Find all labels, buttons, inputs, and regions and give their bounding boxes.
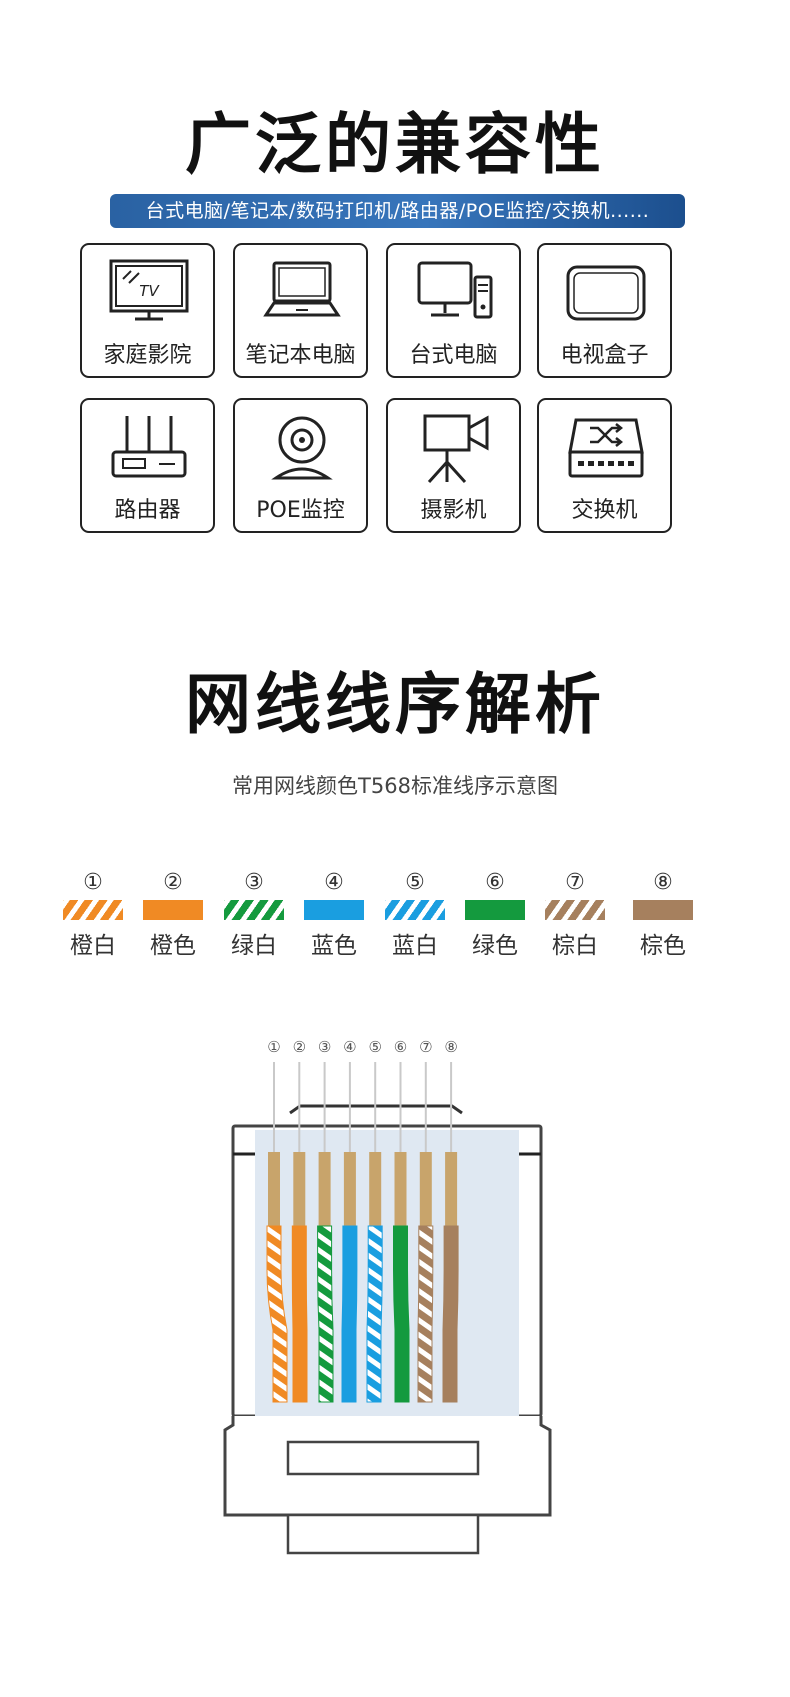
device-label: 笔记本电脑 bbox=[245, 343, 356, 368]
device-card-home-theater: TV 家庭影院 bbox=[80, 243, 215, 378]
webcam-icon bbox=[271, 416, 333, 480]
pin-number: ⑧ bbox=[444, 1038, 457, 1056]
compatibility-banner: 台式电脑/笔记本/数码打印机/路由器/POE监控/交换机...... bbox=[110, 194, 685, 228]
laptop-icon bbox=[263, 261, 341, 317]
contact-pin bbox=[318, 1152, 331, 1227]
wire bbox=[266, 1225, 288, 1403]
legend-swatch bbox=[63, 900, 123, 920]
legend-item: ⑥ 绿色 bbox=[460, 870, 530, 960]
legend-name: 蓝色 bbox=[311, 933, 357, 959]
legend-item: ① 橙白 bbox=[58, 870, 128, 960]
contact-pin bbox=[369, 1152, 382, 1227]
device-label: 台式电脑 bbox=[409, 343, 498, 368]
wire bbox=[341, 1225, 358, 1403]
device-card-video-camera: 摄影机 bbox=[386, 398, 521, 533]
tv-icon-text: TV bbox=[139, 282, 160, 300]
compatibility-title: 广泛的兼容性 bbox=[185, 106, 605, 183]
wire bbox=[317, 1225, 334, 1403]
wire bbox=[442, 1225, 459, 1403]
legend-item: ③ 绿白 bbox=[219, 870, 289, 960]
legend-item: ⑧ 棕色 bbox=[628, 870, 698, 960]
legend-swatch bbox=[143, 900, 203, 920]
legend-name: 绿色 bbox=[472, 933, 518, 959]
legend-swatch bbox=[224, 900, 284, 920]
legend-name: 蓝白 bbox=[392, 933, 438, 959]
wire-color-legend: ① 橙白 ② 橙色 ③ 绿白 ④ 蓝色 ⑤ 蓝白 ⑥ 绿色 ⑦ 棕白 ⑧ 棕色 bbox=[0, 870, 790, 960]
wiring-subtitle: 常用网线颜色T568标准线序示意图 bbox=[232, 774, 558, 798]
network-switch-icon bbox=[568, 418, 644, 478]
contact-pin bbox=[343, 1152, 356, 1227]
pin-number: ⑦ bbox=[419, 1038, 432, 1056]
legend-swatch bbox=[633, 900, 693, 920]
wire bbox=[291, 1225, 308, 1403]
wire bbox=[366, 1225, 383, 1403]
video-camera-icon bbox=[423, 414, 489, 484]
pin-number: ③ bbox=[318, 1038, 331, 1056]
pin-number: ② bbox=[293, 1038, 306, 1056]
wire bbox=[417, 1225, 434, 1403]
contact-pin bbox=[394, 1152, 407, 1227]
device-label: 路由器 bbox=[114, 498, 181, 523]
pin-number: ① bbox=[267, 1038, 280, 1056]
contact-pin bbox=[445, 1152, 458, 1227]
tv-box-icon bbox=[566, 265, 646, 321]
legend-number: ② bbox=[163, 870, 183, 895]
device-card-poe-camera: POE监控 bbox=[233, 398, 368, 533]
legend-swatch bbox=[465, 900, 525, 920]
device-label: 摄影机 bbox=[420, 498, 487, 523]
legend-number: ⑧ bbox=[653, 870, 673, 895]
wiring-title: 网线线序解析 bbox=[185, 666, 605, 743]
legend-name: 棕白 bbox=[552, 933, 598, 959]
contact-pin bbox=[419, 1152, 432, 1227]
legend-name: 橙白 bbox=[70, 933, 116, 959]
contact-pin bbox=[293, 1152, 306, 1227]
desktop-computer-icon bbox=[417, 261, 493, 319]
device-label: 交换机 bbox=[571, 498, 638, 523]
legend-item: ⑦ 棕白 bbox=[540, 870, 610, 960]
legend-swatch bbox=[545, 900, 605, 920]
contact-pin bbox=[268, 1152, 280, 1227]
router-icon bbox=[111, 416, 187, 478]
tv-icon: TV bbox=[109, 259, 189, 321]
legend-name: 橙色 bbox=[150, 933, 196, 959]
legend-name: 绿白 bbox=[231, 933, 277, 959]
pin-number: ⑥ bbox=[394, 1038, 407, 1056]
legend-number: ⑦ bbox=[565, 870, 585, 895]
legend-name: 棕色 bbox=[640, 933, 686, 959]
device-card-router: 路由器 bbox=[80, 398, 215, 533]
device-card-switch: 交换机 bbox=[537, 398, 672, 533]
legend-number: ① bbox=[83, 870, 103, 895]
legend-number: ⑤ bbox=[405, 870, 425, 895]
device-card-tv-box: 电视盒子 bbox=[537, 243, 672, 378]
device-label: 家庭影院 bbox=[103, 343, 192, 368]
legend-item: ② 橙色 bbox=[138, 870, 208, 960]
legend-swatch bbox=[385, 900, 445, 920]
device-label: POE监控 bbox=[256, 498, 345, 523]
device-label: 电视盒子 bbox=[560, 343, 649, 368]
legend-number: ⑥ bbox=[485, 870, 505, 895]
wire bbox=[393, 1225, 410, 1403]
legend-item: ④ 蓝色 bbox=[299, 870, 369, 960]
legend-swatch bbox=[304, 900, 364, 920]
legend-number: ④ bbox=[324, 870, 344, 895]
pin-number: ⑤ bbox=[368, 1038, 381, 1056]
legend-number: ③ bbox=[244, 870, 264, 895]
pin-number: ④ bbox=[343, 1038, 356, 1056]
device-card-desktop: 台式电脑 bbox=[386, 243, 521, 378]
legend-item: ⑤ 蓝白 bbox=[380, 870, 450, 960]
device-card-laptop: 笔记本电脑 bbox=[233, 243, 368, 378]
